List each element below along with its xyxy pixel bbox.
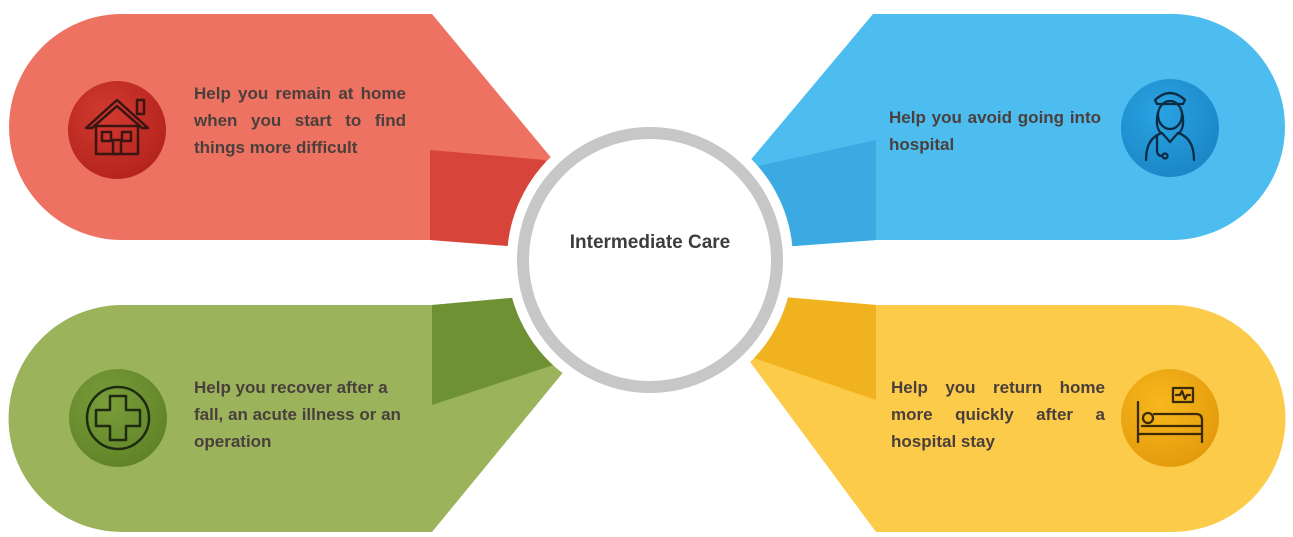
center-hub [507,117,793,403]
house-icon-badge [68,81,166,179]
card-recover-text: Help you recover after a fall, an acute … [194,378,401,451]
house-icon [84,98,150,156]
hospital-bed-icon [1136,386,1204,444]
card-hospital-text: Help you avoid going into hospital [889,108,1101,154]
hospital-bed-icon-badge [1121,369,1219,467]
card-return-text: Help you return home more quickly after … [891,378,1105,451]
medical-cross-icon [85,385,151,451]
medical-cross-icon-badge [69,369,167,467]
center-title: Intermediate Care [569,232,731,253]
nurse-icon [1144,91,1196,162]
card-hospital [738,14,1285,250]
card-home-text: Help you remain at home when you start t… [194,84,406,157]
card-recover [8,295,575,532]
